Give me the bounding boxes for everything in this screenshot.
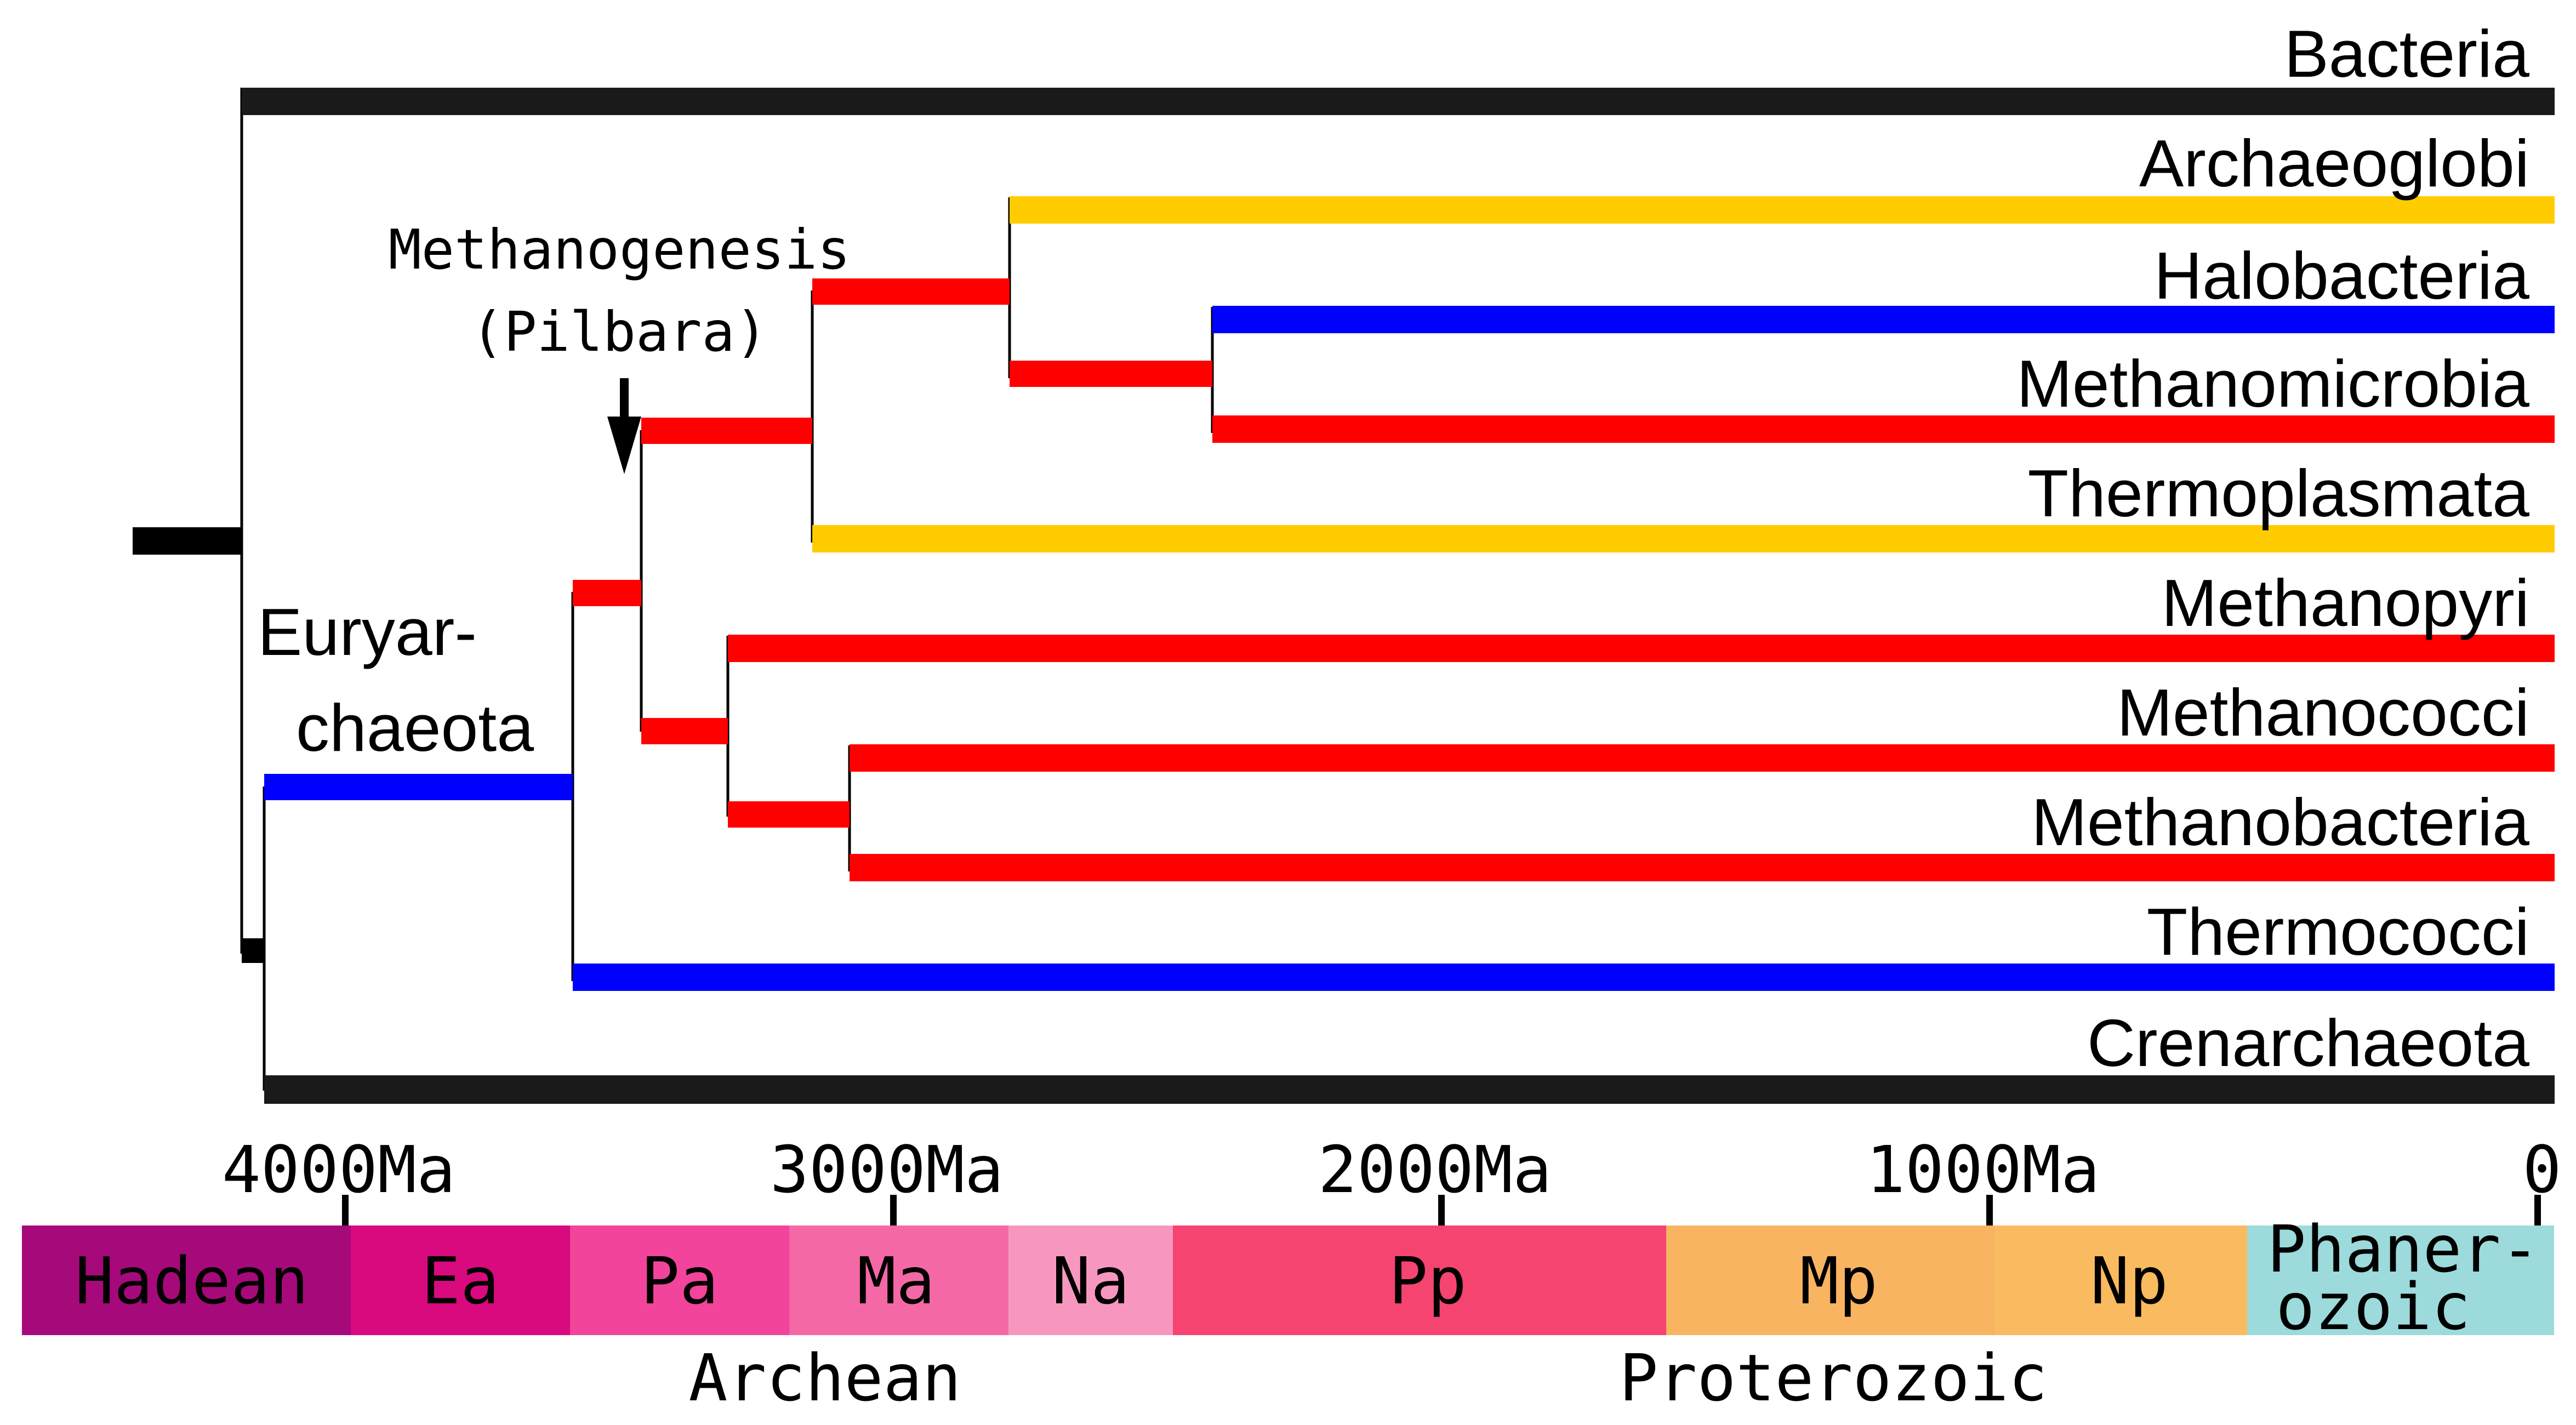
- era-phanerozoic: [2247, 1226, 2554, 1335]
- era-label-mp: Mp: [1800, 1243, 1878, 1319]
- era-label-hadean: Hadean: [75, 1243, 309, 1319]
- branch-class1-stem: [641, 718, 728, 744]
- tick-label-4000: 4000Ma: [222, 1132, 455, 1207]
- era-label-ea: Ea: [421, 1243, 499, 1319]
- label-crenarchaeota: Crenarchaeota: [2087, 1006, 2529, 1080]
- era-label-pp: Pp: [1389, 1243, 1467, 1319]
- branch-bacteria: [242, 88, 2555, 115]
- branch-class2-stem: [641, 418, 812, 444]
- era-labels: Hadean Ea Pa Ma Na Pp Mp Np Phaner- ozoi…: [75, 1211, 2540, 1344]
- branch-root-stub: [133, 527, 242, 555]
- branch-euryarchaeota-stem: [264, 774, 573, 800]
- label-methanococci: Methanococci: [2117, 675, 2529, 750]
- branch-methanogen-stem: [573, 580, 641, 606]
- era-label-np: Np: [2090, 1243, 2168, 1319]
- tick-1000: [1986, 1195, 1993, 1226]
- branch-thermococci: [573, 964, 2555, 991]
- era-paleoarchean: [570, 1226, 789, 1335]
- tick-label-3000: 3000Ma: [770, 1132, 1004, 1207]
- era-paleoproterozoic: [1173, 1226, 1666, 1335]
- tick-4000: [342, 1195, 349, 1226]
- label-methanopyri: Methanopyri: [2162, 566, 2529, 640]
- era-label-ma: Ma: [857, 1243, 935, 1319]
- tick-0: [2534, 1195, 2541, 1226]
- geologic-timescale: Hadean Ea Pa Ma Na Pp Mp Np Phaner- ozoi…: [22, 1211, 2554, 1344]
- eon-labels: Archean Proterozoic: [688, 1340, 2047, 1416]
- era-label-pa: Pa: [641, 1243, 719, 1319]
- era-neoarchean: [1008, 1226, 1173, 1335]
- branch-methanococci-bacteria-stem: [728, 801, 850, 828]
- taxon-labels: Bacteria Archaeoglobi Halobacteria Metha…: [2016, 16, 2529, 1080]
- tick-2000: [1438, 1195, 1445, 1226]
- era-label-phanerozoic-line1: Phaner-: [2267, 1211, 2539, 1287]
- annotation-line1: Methanogenesis: [389, 218, 851, 282]
- branch-crenarchaeota: [264, 1075, 2555, 1104]
- label-methanomicrobia: Methanomicrobia: [2016, 346, 2529, 421]
- label-methanobacteria: Methanobacteria: [2031, 785, 2529, 859]
- annotation-line2: (Pilbara): [471, 300, 768, 364]
- branch-archaeoglobi-halo-stem: [812, 278, 1010, 305]
- branch-archaea-stem: [242, 938, 264, 963]
- tick-label-2000: 2000Ma: [1318, 1132, 1552, 1207]
- tick-label-0: 0: [2522, 1132, 2561, 1207]
- branch-thermoplasmata: [812, 525, 2555, 552]
- label-halobacteria: Halobacteria: [2154, 238, 2529, 313]
- label-archaeoglobi: Archaeoglobi: [2139, 126, 2529, 201]
- clade-label-euryarchaeota: Euryar- chaeota: [258, 595, 534, 765]
- branch-halo-methanomicrobia-stem: [1010, 361, 1212, 387]
- eon-label-archean: Archean: [688, 1340, 961, 1416]
- era-label-na: Na: [1052, 1243, 1130, 1319]
- era-label-phanerozoic-line2: ozoic: [2276, 1269, 2470, 1344]
- time-axis: 4000Ma 3000Ma 2000Ma 1000Ma 0: [222, 1132, 2562, 1226]
- tick-marks: [342, 1195, 2541, 1226]
- tick-3000: [890, 1195, 897, 1226]
- clade-label-line2: chaeota: [296, 691, 534, 765]
- down-arrow-icon: [607, 378, 641, 474]
- clade-label-line1: Euryar-: [258, 595, 477, 669]
- branch-archaeoglobi: [1010, 196, 2555, 224]
- era-hadean: [22, 1226, 351, 1335]
- era-neoproterozoic: [1995, 1226, 2247, 1335]
- branch-halobacteria: [1212, 306, 2555, 333]
- tick-labels: 4000Ma 3000Ma 2000Ma 1000Ma 0: [222, 1132, 2562, 1207]
- branch-methanococci: [850, 744, 2555, 772]
- branch-methanobacteria: [850, 854, 2555, 881]
- label-bacteria: Bacteria: [2284, 16, 2529, 91]
- era-mesoarchean: [789, 1226, 1008, 1335]
- label-thermococci: Thermococci: [2147, 894, 2529, 969]
- tree-branches: [133, 88, 2555, 1104]
- branch-methanopyri: [728, 635, 2555, 662]
- era-eoarchean: [351, 1226, 570, 1335]
- eon-label-proterozoic: Proterozoic: [1619, 1340, 2047, 1416]
- era-mesoproterozoic: [1666, 1226, 1995, 1335]
- tick-label-1000: 1000Ma: [1866, 1132, 2100, 1207]
- methanogenesis-annotation: Methanogenesis (Pilbara): [389, 218, 851, 474]
- branch-methanomicrobia: [1212, 415, 2555, 443]
- label-thermoplasmata: Thermoplasmata: [2028, 456, 2530, 531]
